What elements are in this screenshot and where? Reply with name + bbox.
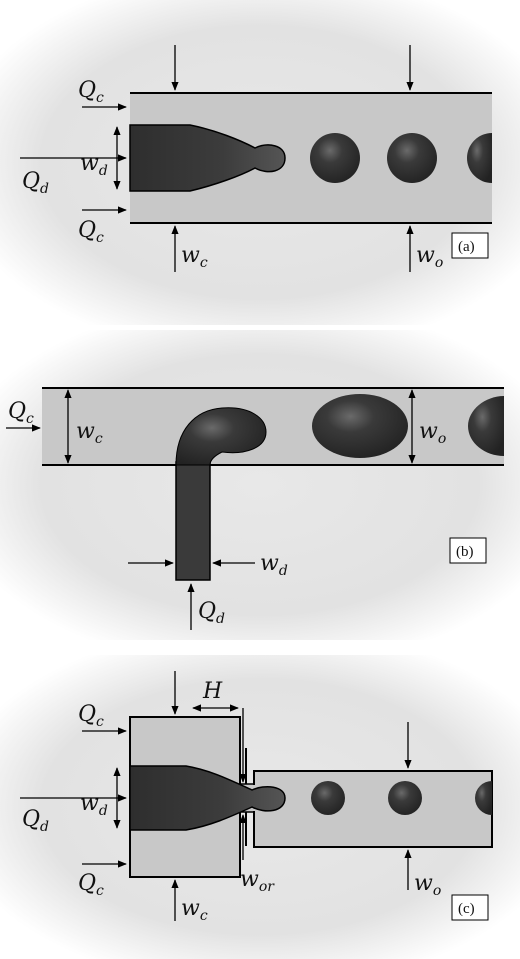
wo-label: wo — [419, 419, 446, 447]
wc-label: wc — [76, 419, 103, 447]
panel-a-tag-box — [451, 232, 489, 259]
wc-label: wc — [181, 896, 208, 924]
droplet — [388, 781, 422, 815]
emerging-droplet — [175, 407, 267, 466]
dispersed-phase-plug — [129, 124, 286, 192]
h-label: H — [202, 679, 223, 704]
panel-c-tag-box — [451, 894, 489, 921]
qc-top-label: Qc — [78, 702, 104, 730]
wo-label: wo — [416, 243, 443, 271]
wc-label: wc — [181, 243, 208, 271]
side-inlet-channel — [175, 461, 211, 581]
panel-b-tag: (b) — [456, 544, 474, 560]
panel-a-tag: (a) — [458, 239, 475, 255]
qd-label: Qd — [22, 169, 49, 197]
wd-label: wd — [260, 551, 288, 579]
droplet — [387, 133, 437, 183]
panel-b-tag-box — [449, 537, 487, 564]
wd-label: wd — [80, 791, 108, 819]
droplet — [312, 394, 408, 458]
panel-b-background — [0, 330, 520, 640]
droplet — [467, 133, 492, 183]
panel-b: Qc wc wo wd Qd (b) — [0, 330, 520, 640]
qc-bottom-label: Qc — [78, 218, 104, 246]
droplet — [311, 781, 345, 815]
qd-label: Qd — [22, 807, 49, 835]
qc-top-label: Qc — [78, 78, 104, 106]
wor-label: wor — [240, 867, 275, 895]
wo-label: wo — [414, 871, 441, 899]
qc-label: Qc — [8, 399, 34, 427]
outlet-channel — [253, 770, 493, 848]
dispersed-phase-plug — [129, 765, 286, 831]
qc-bottom-label: Qc — [78, 871, 104, 899]
droplet — [475, 781, 492, 815]
panel-c-tag: (c) — [458, 901, 475, 917]
droplet — [310, 133, 360, 183]
panel-c: H Qc Qd wd Qc wc wor wo (c) — [0, 655, 520, 959]
qd-label: Qd — [198, 599, 225, 627]
panel-a: Qc Qd wd Qc wc wo (a) — [0, 0, 520, 325]
wd-label: wd — [80, 151, 108, 179]
droplet — [468, 396, 504, 456]
main-channel — [42, 388, 504, 465]
